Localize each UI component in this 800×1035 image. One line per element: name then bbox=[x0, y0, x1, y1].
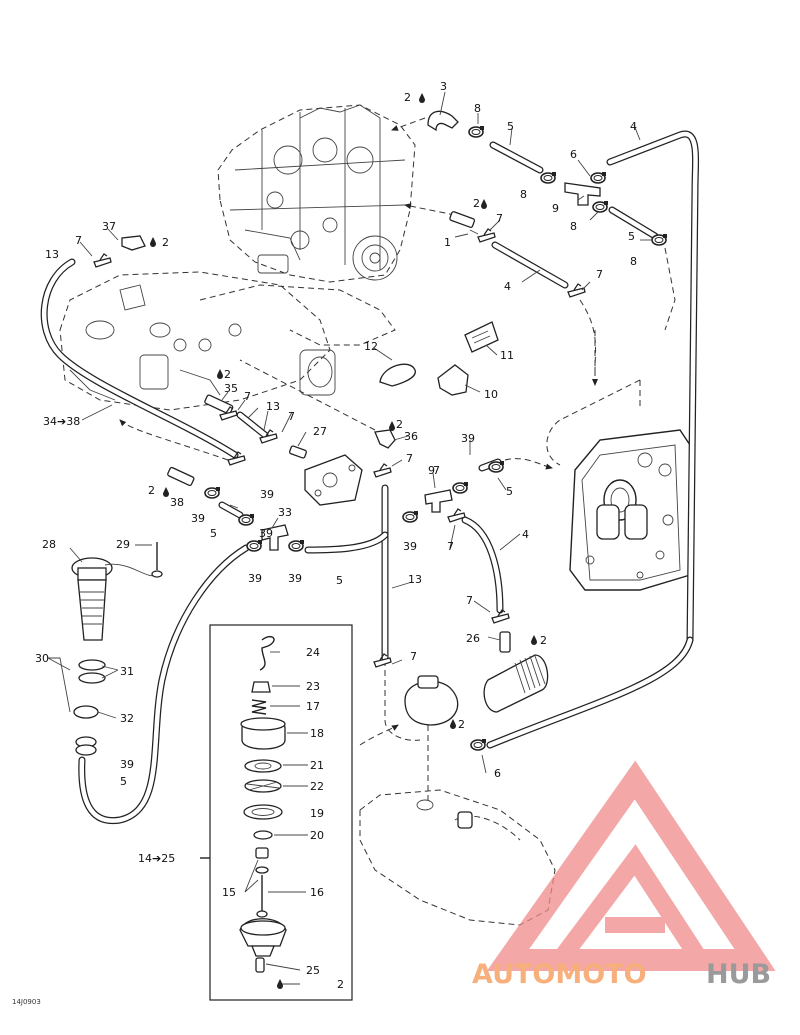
callout-33: 33 bbox=[278, 506, 292, 519]
callout-8: 8 bbox=[570, 220, 577, 233]
callout-16: 16 bbox=[310, 886, 324, 899]
callout-2: 2 bbox=[473, 197, 480, 210]
callout-4: 4 bbox=[504, 280, 511, 293]
drop-icon bbox=[150, 93, 537, 989]
callout-15: 15 bbox=[222, 886, 236, 899]
callout-1: 1 bbox=[444, 236, 451, 249]
callout-7: 7 bbox=[466, 594, 473, 607]
callout-35: 35 bbox=[224, 382, 238, 395]
callout-13: 13 bbox=[408, 573, 422, 586]
callout-34-38: 34➔38 bbox=[43, 415, 80, 428]
callout-29: 29 bbox=[116, 538, 130, 551]
callout-7: 7 bbox=[433, 464, 440, 477]
watermark-logo bbox=[486, 760, 776, 971]
muffler bbox=[359, 789, 556, 926]
callout-31: 31 bbox=[120, 665, 134, 678]
svg-text:AUTOMOTO: AUTOMOTO bbox=[472, 959, 647, 990]
callout-7: 7 bbox=[244, 390, 251, 403]
callout-18: 18 bbox=[310, 727, 324, 740]
callout-9: 9 bbox=[428, 464, 435, 477]
callout-39: 39 bbox=[191, 512, 205, 525]
callout-7: 7 bbox=[75, 234, 82, 247]
coolant-filler-neck bbox=[71, 542, 163, 756]
callout-36: 36 bbox=[404, 430, 418, 443]
callout-23: 23 bbox=[306, 680, 320, 693]
callout-20: 20 bbox=[310, 829, 324, 842]
callout-39: 39 bbox=[248, 572, 262, 585]
callout-2: 2 bbox=[458, 718, 465, 731]
callout-8: 8 bbox=[520, 188, 527, 201]
callout-7: 7 bbox=[496, 212, 503, 225]
callout-37: 37 bbox=[102, 220, 116, 233]
callout-8: 8 bbox=[630, 255, 637, 268]
callout-13: 13 bbox=[45, 248, 59, 261]
callout-2: 2 bbox=[404, 91, 411, 104]
jet-pump-housing bbox=[569, 429, 691, 591]
callout-4: 4 bbox=[522, 528, 529, 541]
exhaust-flange bbox=[304, 454, 363, 506]
callout-4: 4 bbox=[630, 120, 637, 133]
flow-lines bbox=[119, 117, 676, 746]
callout-30: 30 bbox=[35, 652, 49, 665]
callout-7: 7 bbox=[410, 650, 417, 663]
callout-7: 7 bbox=[447, 540, 454, 553]
callout-9: 9 bbox=[552, 202, 559, 215]
callout-28: 28 bbox=[42, 538, 56, 551]
callout-21: 21 bbox=[310, 759, 324, 772]
callout-24: 24 bbox=[306, 646, 320, 659]
callout-39: 39 bbox=[260, 488, 274, 501]
callout-5: 5 bbox=[628, 230, 635, 243]
callout-6: 6 bbox=[494, 767, 501, 780]
callout-2: 2 bbox=[162, 236, 169, 249]
callout-22: 22 bbox=[310, 780, 324, 793]
callout-39: 39 bbox=[259, 527, 273, 540]
callout-5: 5 bbox=[506, 485, 513, 498]
leader-lines bbox=[47, 91, 652, 985]
callout-5: 5 bbox=[120, 775, 127, 788]
hoses bbox=[40, 130, 700, 825]
callout-7: 7 bbox=[406, 452, 413, 465]
callout-39: 39 bbox=[461, 432, 475, 445]
callout-2: 2 bbox=[396, 418, 403, 431]
svg-text:HUB: HUB bbox=[706, 959, 771, 990]
callout-10: 10 bbox=[484, 388, 498, 401]
callout-17: 17 bbox=[306, 700, 320, 713]
callout-7: 7 bbox=[596, 268, 603, 281]
callout-11: 11 bbox=[500, 349, 514, 362]
callout-12: 12 bbox=[364, 340, 378, 353]
callout-14-25: 14➔25 bbox=[138, 852, 175, 865]
callout-27: 27 bbox=[313, 425, 327, 438]
exhaust-manifold-assembly bbox=[59, 271, 396, 411]
callout-5: 5 bbox=[210, 527, 217, 540]
callout-25: 25 bbox=[306, 964, 320, 977]
callout-2: 2 bbox=[148, 484, 155, 497]
check-valve-body bbox=[404, 675, 459, 800]
callout-5: 5 bbox=[336, 574, 343, 587]
callout-39: 39 bbox=[120, 758, 134, 771]
figure-code: 14J0903 bbox=[12, 998, 41, 1006]
callout-6: 6 bbox=[570, 148, 577, 161]
callout-39: 39 bbox=[403, 540, 417, 553]
callout-2: 2 bbox=[337, 978, 344, 991]
callout-13: 13 bbox=[266, 400, 280, 413]
callout-2: 2 bbox=[540, 634, 547, 647]
callout-38: 38 bbox=[170, 496, 184, 509]
watermark-text: AUTOMOTO HUB bbox=[472, 959, 771, 990]
callout-26: 26 bbox=[466, 632, 480, 645]
fittings bbox=[121, 110, 601, 973]
engine-block bbox=[217, 104, 416, 283]
callout-labels: 3 2 8 5 4 6 8 9 8 5 8 2 7 1 4 7 37 2 7 1… bbox=[12, 80, 637, 1006]
callout-2: 2 bbox=[224, 368, 231, 381]
callout-3: 3 bbox=[440, 80, 447, 93]
water-filter bbox=[483, 654, 549, 713]
callout-39: 39 bbox=[288, 572, 302, 585]
callout-5: 5 bbox=[507, 120, 514, 133]
callout-8: 8 bbox=[474, 102, 481, 115]
callout-7: 7 bbox=[288, 410, 295, 423]
callout-19: 19 bbox=[310, 807, 324, 820]
callout-32: 32 bbox=[120, 712, 134, 725]
pressure-valve-inset bbox=[200, 624, 353, 1001]
